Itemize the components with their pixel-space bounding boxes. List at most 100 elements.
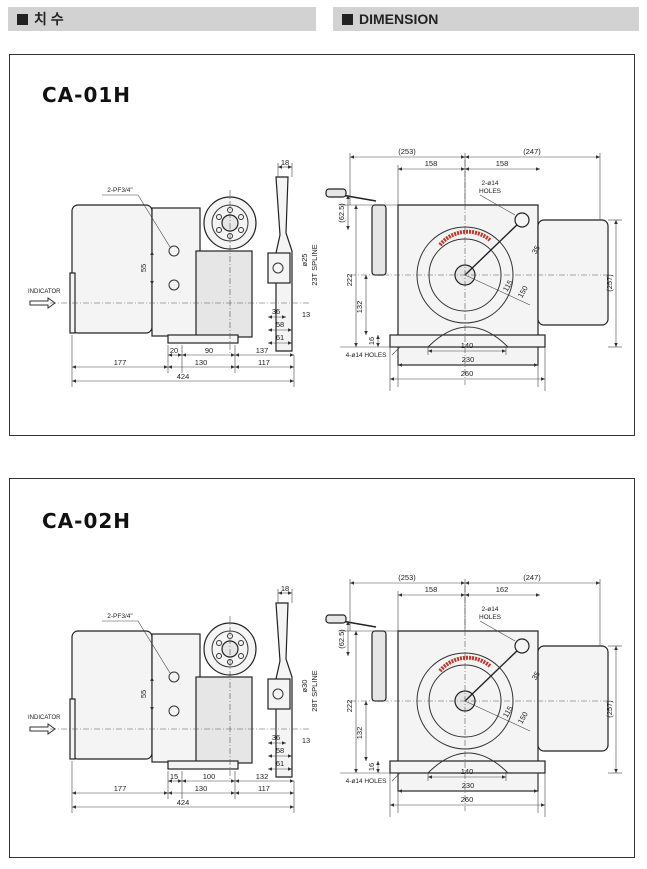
dimension-label: 132 [256,772,269,781]
port-label: 2-PF3/4" [107,613,133,620]
dimension-label: 36 [272,733,280,742]
port-circle [168,279,180,291]
model-title: CA-02H [42,509,132,533]
dimension-label: (257) [605,274,614,292]
dimension-label: 35 [530,244,542,256]
dimension-label: 61 [276,759,284,768]
bolt-hole-icon [238,214,244,220]
radius-line [464,274,531,306]
gearbox-body [151,633,201,763]
dimension-label: 132 [355,301,364,314]
shaft-diameter-label: ø30 [300,680,309,693]
handle-knob [325,188,347,198]
shaft-circle [272,688,284,700]
holes-label: HOLES [479,188,502,195]
section-header-dimension-label: DIMENSION [359,11,439,27]
port-circle [168,671,180,683]
dimension-label: 140 [461,341,474,350]
gear-housing [195,676,253,764]
bolt-hole-icon [238,640,244,646]
dimension-label: 90 [205,346,213,355]
dimension-label: 177 [114,358,127,367]
base-plate [389,334,546,348]
dimension-label: 13 [302,310,310,319]
arrowhead [150,251,154,285]
dimension-label: 424 [177,372,190,381]
dimension-label: 260 [461,795,474,804]
dimension-label: (247) [523,573,541,582]
arrowhead [346,195,350,230]
dimension-label: (253) [398,147,416,156]
dimension-label: 55 [139,690,148,698]
dimension-label: 16 [367,763,376,771]
bolt-hole-icon [238,653,244,659]
base-flange [167,760,239,770]
lever-arm [464,645,523,702]
arrowhead [150,677,154,711]
holes-label: 2-ø14 [482,606,499,613]
dimension-label: (62.5) [337,629,346,649]
section-header-korean: 치 수 [8,7,316,31]
leader-line [102,620,171,674]
leader-line [391,346,401,356]
handwheel-edge [371,204,387,276]
dimension-label: 230 [462,781,475,790]
section-header-korean-label: 치 수 [34,11,64,27]
leader-line [479,620,516,642]
dial-scale [438,655,492,673]
port-circle [168,245,180,257]
bolt-hole-icon [216,653,222,659]
base-arch [427,326,509,348]
gearbox-body [151,207,201,337]
dimension-label: 130 [195,784,208,793]
handwheel-edge [371,630,387,702]
dimension-label: 117 [258,784,270,793]
arrowhead [268,315,286,319]
dimension-label: 222 [345,274,354,287]
indicator-arrow-icon [29,723,56,735]
dimension-label: 222 [345,700,354,713]
dial-scale [438,229,492,247]
holes-label: 2-ø14 [482,180,499,187]
arrowhead [346,621,350,656]
dimension-label: 158 [425,159,438,168]
leader-line [479,194,516,216]
shaft-diameter-label: ø25 [300,254,309,267]
lever-pin [514,638,530,654]
dimension-label: 132 [355,727,364,740]
radius-line [464,700,531,732]
leader-line [391,772,401,782]
dimension-label: 20 [170,346,178,355]
port-circle [168,705,180,717]
dimension-label: 61 [276,333,284,342]
holes-label: 4-ø14 HOLES [346,352,387,359]
dimension-label: 58 [276,320,284,329]
base-flange [167,334,239,344]
indicator-arrow-icon [29,297,56,309]
motor-side [537,219,609,326]
spline-label: 23T SPLINE [310,244,319,286]
indicator-label: INDICATOR [28,715,61,721]
dimension-label: 35 [530,670,542,682]
dimension-label: 162 [496,585,509,594]
indicator-label: INDICATOR [28,289,61,295]
base-plate [389,760,546,774]
dimension-label: 36 [272,307,280,316]
dimension-label: 260 [461,369,474,378]
dimension-label: (253) [398,573,416,582]
base-arch [427,752,509,774]
dimension-label: 140 [461,767,474,776]
dimension-label: (257) [605,700,614,718]
bolt-hole-icon [216,640,222,646]
dimension-label: (62.5) [337,203,346,223]
dimension-label: 16 [367,337,376,345]
dimension-label: 158 [425,585,438,594]
bolt-hole-icon [238,227,244,233]
bolt-hole-icon [216,214,222,220]
gear-housing [195,250,253,338]
